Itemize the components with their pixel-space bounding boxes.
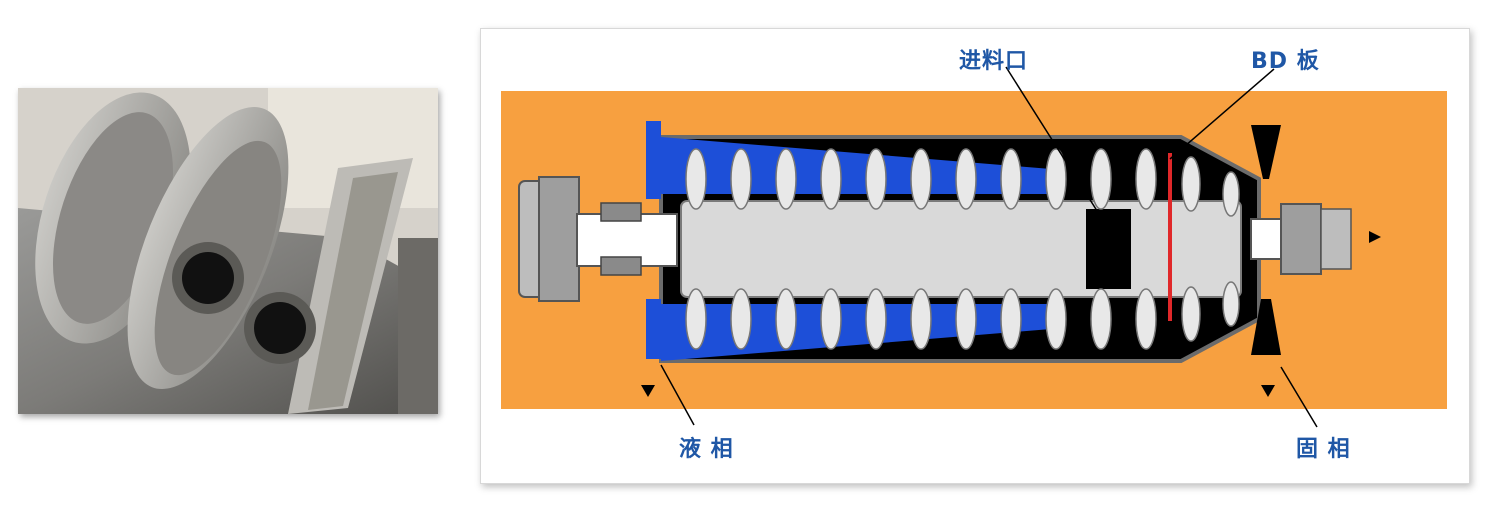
liquid-outlet-arrow-icon bbox=[641, 385, 655, 397]
screw-conveyor-photo bbox=[18, 88, 438, 414]
liquid-ring-bottom bbox=[661, 304, 1051, 361]
feed-chamber bbox=[1086, 209, 1131, 289]
solid-port-top bbox=[1251, 125, 1281, 179]
solid-outlet-arrow-icon bbox=[1261, 385, 1275, 397]
left-drive-hub bbox=[518, 176, 678, 302]
bd-plate bbox=[1168, 153, 1172, 321]
bd-plate-label: BD 板 bbox=[1251, 49, 1320, 74]
feed-inlet-label: 进料口 bbox=[959, 49, 1029, 74]
solid-phase-label: 固 相 bbox=[1296, 437, 1351, 462]
liquid-phase-leader bbox=[660, 364, 695, 426]
conveyor-hub bbox=[680, 200, 1242, 298]
solid-port-bottom bbox=[1251, 299, 1281, 355]
feed-arrow-icon bbox=[1369, 231, 1381, 243]
left-weir-top bbox=[646, 121, 661, 199]
solid-phase-leader bbox=[1280, 366, 1318, 428]
liquid-phase-label: 液 相 bbox=[679, 437, 734, 462]
right-feed-tube bbox=[1250, 203, 1352, 275]
decanter-diagram-panel: 进料口 BD 板 液 相 固 相 bbox=[480, 28, 1470, 484]
bd-plate-leader bbox=[1169, 68, 1275, 160]
left-weir-bottom bbox=[646, 299, 661, 359]
liquid-ring-top bbox=[661, 137, 1051, 194]
feed-inlet-leader bbox=[1005, 66, 1107, 226]
screw-flights bbox=[685, 148, 1240, 350]
